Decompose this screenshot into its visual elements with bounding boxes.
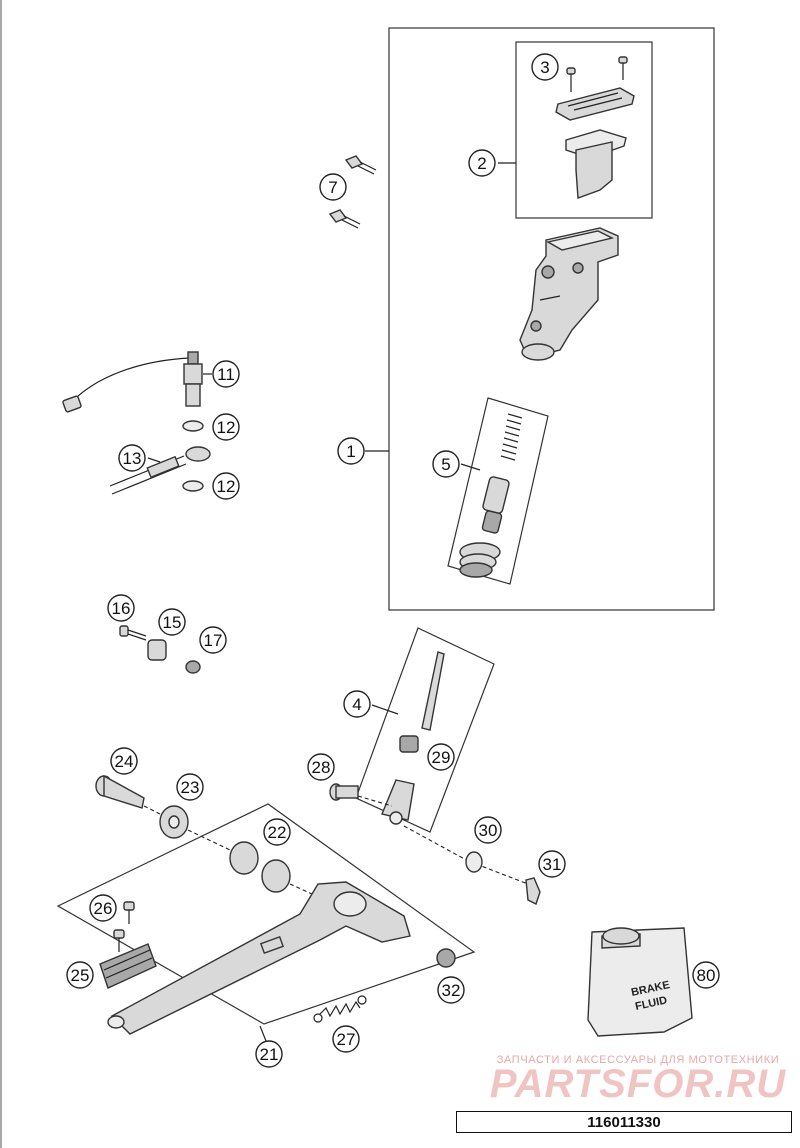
piston-kit-box	[447, 397, 549, 585]
brake-light-switch	[62, 351, 203, 413]
brake-fluid-bottle: BRAKE FLUID	[587, 927, 693, 1037]
callout-28: 28	[307, 753, 335, 781]
master-cylinder-assembly-box	[388, 27, 715, 611]
svg-text:16: 16	[112, 599, 131, 618]
mounting-bolts	[328, 155, 377, 229]
callout-32: 32	[437, 976, 465, 1004]
reservoir-assembly-box	[515, 41, 653, 219]
callout-3: 3	[531, 53, 559, 81]
callout-17: 17	[199, 626, 227, 654]
svg-text:28: 28	[312, 758, 331, 777]
clevis-pin	[329, 783, 359, 801]
callout-11: 11	[212, 360, 240, 388]
callout-2: 2	[468, 149, 496, 177]
svg-text:12: 12	[217, 477, 236, 496]
pedal-tip-screws	[113, 901, 135, 952]
svg-text:25: 25	[71, 966, 90, 985]
bushing-15	[147, 639, 167, 661]
callout-26: 26	[89, 894, 117, 922]
svg-text:4: 4	[352, 695, 361, 714]
callout-16: 16	[107, 594, 135, 622]
reservoir-cap	[555, 87, 635, 121]
pedal-tip	[99, 943, 157, 989]
nut-17	[185, 660, 201, 674]
svg-text:32: 32	[442, 981, 461, 1000]
svg-text:2: 2	[477, 154, 486, 173]
callout-12-upper: 12	[212, 413, 240, 441]
callout-4: 4	[343, 690, 371, 718]
svg-text:21: 21	[260, 1045, 279, 1064]
callout-12-lower: 12	[212, 472, 240, 500]
bushing-22-b	[261, 859, 291, 893]
svg-text:15: 15	[163, 613, 182, 632]
watermark-logo: PARTSFOR.RU	[489, 1062, 787, 1106]
callout-5: 5	[432, 450, 460, 478]
callout-29: 29	[427, 743, 455, 771]
return-spring	[319, 1000, 361, 1018]
svg-text:11: 11	[217, 365, 235, 384]
svg-text:17: 17	[204, 631, 223, 650]
reservoir-cap-screws	[566, 56, 628, 92]
watermark-caption: ЗАПЧАСТИ И АКСЕССУАРЫ ДЛЯ МОТОТЕХНИКИ	[496, 1054, 780, 1066]
diagram-code: 116011330	[456, 1111, 792, 1133]
callout-31: 31	[538, 850, 566, 878]
callout-25: 25	[66, 961, 94, 989]
callout-13: 13	[118, 444, 146, 472]
svg-text:26: 26	[94, 899, 113, 918]
svg-text:13: 13	[123, 449, 142, 468]
svg-text:27: 27	[337, 1030, 356, 1049]
brake-line	[109, 446, 211, 495]
master-cylinder-body	[519, 227, 619, 361]
callout-23: 23	[176, 773, 204, 801]
callout-80: 80	[692, 961, 720, 989]
pedal-pivot-bolt	[95, 774, 145, 809]
callout-21: 21	[255, 1040, 283, 1068]
washer-30	[465, 851, 483, 873]
callout-1: 1	[337, 437, 365, 465]
piston-kit	[459, 413, 523, 578]
callout-7: 7	[319, 173, 347, 201]
cotter-pin-31	[525, 877, 541, 905]
pushrod-assembly-box	[355, 627, 495, 833]
svg-text:22: 22	[268, 823, 287, 842]
callout-30: 30	[474, 816, 502, 844]
reservoir-bellows	[575, 141, 613, 199]
svg-text:24: 24	[115, 752, 134, 771]
svg-text:3: 3	[540, 58, 549, 77]
svg-text:12: 12	[217, 418, 236, 437]
svg-text:29: 29	[432, 748, 451, 767]
callout-22: 22	[263, 818, 291, 846]
pedal-nut-32	[436, 948, 456, 968]
svg-text:1: 1	[346, 442, 355, 461]
svg-text:5: 5	[441, 455, 450, 474]
callout-24: 24	[110, 747, 138, 775]
bushing-22-a	[229, 841, 259, 875]
svg-text:80: 80	[697, 966, 716, 985]
svg-text:7: 7	[328, 178, 337, 197]
brake-pedal	[107, 881, 411, 1035]
svg-text:23: 23	[181, 778, 200, 797]
sealing-washer-upper	[182, 420, 204, 432]
leader-lines	[147, 162, 516, 1047]
callout-27: 27	[332, 1025, 360, 1053]
screw-16	[119, 625, 147, 641]
svg-text:30: 30	[479, 821, 498, 840]
sealing-washer-lower	[182, 480, 204, 492]
callout-15: 15	[158, 608, 186, 636]
pushrod-assembly	[381, 651, 445, 825]
svg-text:31: 31	[543, 855, 562, 874]
